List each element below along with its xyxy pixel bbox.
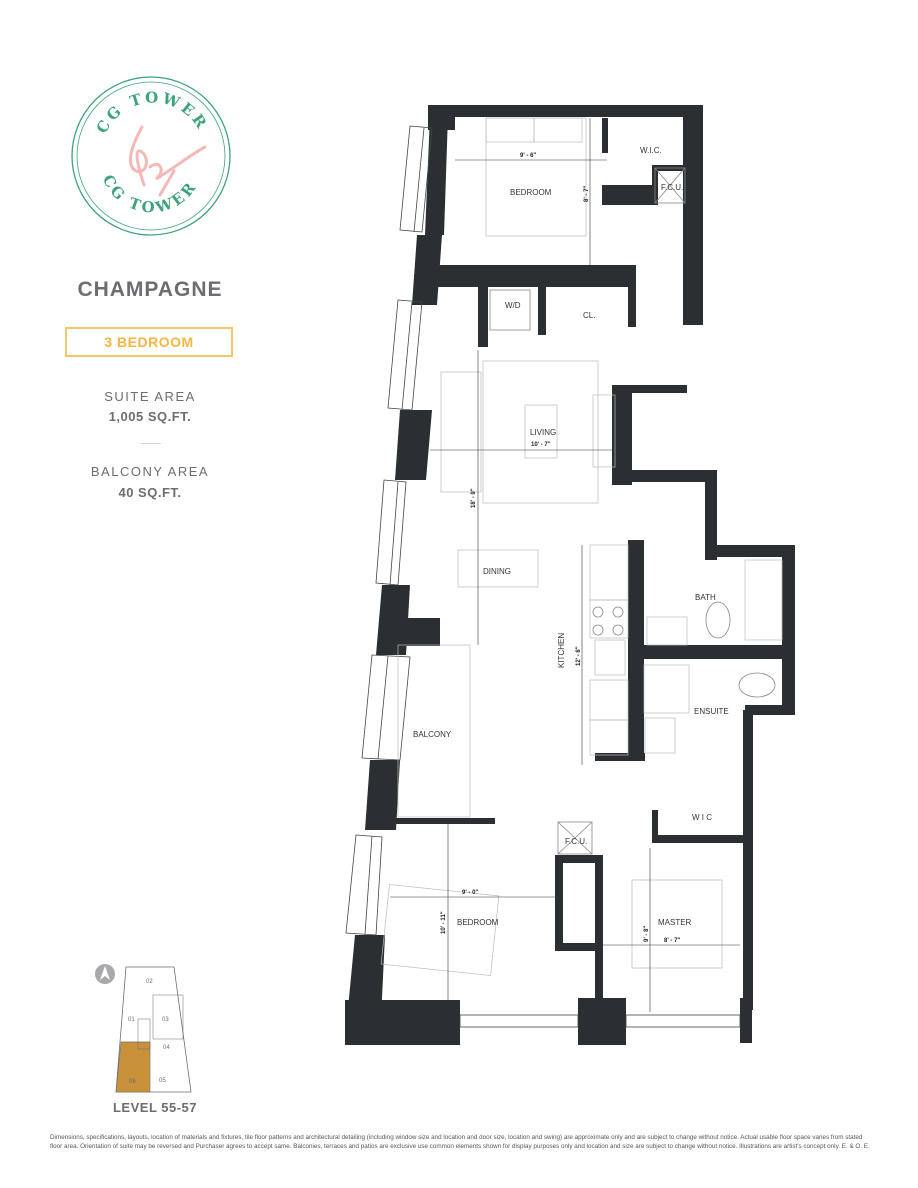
room-label-bedroom-2: BEDROOM <box>457 918 499 927</box>
key-plan-level-label: LEVEL 55-57 <box>112 1100 198 1115</box>
room-label-ensuite: ENSUITE <box>694 707 729 716</box>
svg-text:CG TOWER: CG TOWER <box>99 172 201 217</box>
room-label-bedroom-1: BEDROOM <box>510 188 552 197</box>
svg-text:04: 04 <box>163 1045 170 1051</box>
dim-kitchen-height: 12' - 8" <box>576 646 582 666</box>
cg-tower-logo: CG TOWER CG TOWER <box>71 76 231 236</box>
dim-master-width: 8' - 7" <box>664 938 680 944</box>
room-label-wd: W/D <box>505 301 521 310</box>
balcony-area-value: 40 SQ.FT. <box>118 485 182 500</box>
room-label-dining: DINING <box>483 567 511 576</box>
key-plan: 02 01 03 04 05 06 <box>95 964 192 1093</box>
room-label-bath: BATH <box>695 593 716 602</box>
svg-text:06: 06 <box>129 1079 136 1085</box>
room-label-fcu-2: F.C.U. <box>565 837 587 846</box>
room-label-closet: CL. <box>583 311 595 320</box>
room-label-living: LIVING <box>530 428 556 437</box>
bedroom-type-badge: 3 BEDROOM <box>65 327 233 357</box>
dim-bedroom2-width: 9' - 0" <box>462 890 478 896</box>
suite-area-label: SUITE AREA <box>104 389 196 404</box>
room-label-fcu-1: F.C.U. <box>661 183 683 192</box>
balcony-area-label: BALCONY AREA <box>90 464 210 479</box>
svg-text:01: 01 <box>128 1017 135 1023</box>
room-label-balcony: BALCONY <box>413 730 452 739</box>
svg-text:02: 02 <box>146 979 153 985</box>
dim-bedroom1-width: 9' - 6" <box>520 153 536 159</box>
dim-bedroom2-height: 10' - 11" <box>441 911 447 934</box>
svg-text:03: 03 <box>162 1017 169 1023</box>
dim-living-dining-height: 18' - 9" <box>471 488 477 508</box>
floor-plan: BEDROOM W.I.C. F.C.U. W/D CL. LIVING DIN… <box>345 105 795 1045</box>
divider <box>141 443 161 444</box>
dim-living-width: 10' - 7" <box>531 442 551 448</box>
room-label-kitchen: KITCHEN <box>557 633 566 668</box>
monogram-glyph <box>128 125 148 187</box>
logo-text-bottom: CG TOWER <box>99 172 198 217</box>
suite-area-value: 1,005 SQ.FT. <box>108 409 192 424</box>
suite-name: CHAMPAGNE <box>77 278 223 301</box>
room-label-wic-1: W.I.C. <box>640 146 662 155</box>
room-label-master: MASTER <box>658 918 692 927</box>
dim-master-height: 9' - 8" <box>644 926 650 942</box>
dim-bedroom1-height: 8' - 7" <box>584 186 590 202</box>
disclaimer-text: Dimensions, specifications, layouts, loc… <box>50 1134 870 1150</box>
room-label-wic-2: W I C <box>692 813 712 822</box>
svg-text:05: 05 <box>159 1078 166 1084</box>
